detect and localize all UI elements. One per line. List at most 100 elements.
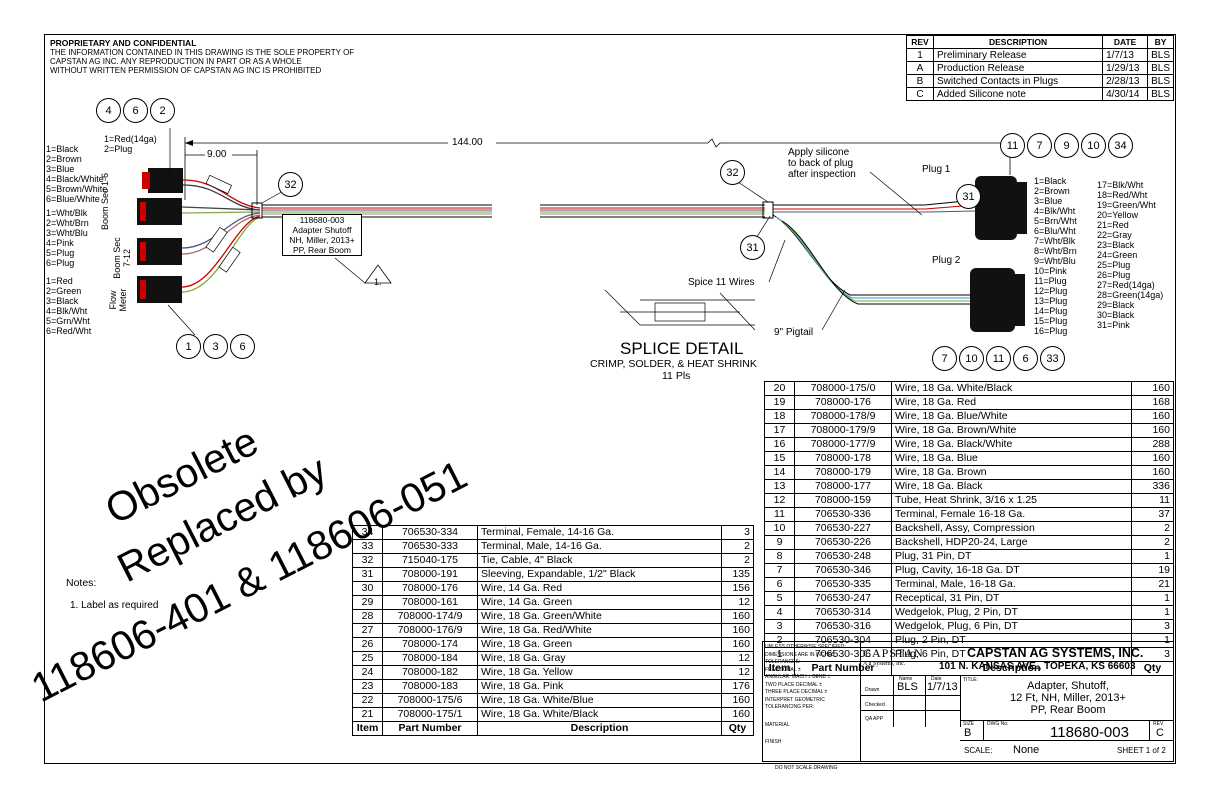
pin-label: 1=Red	[46, 276, 73, 286]
pin-label: 1=Black	[46, 144, 79, 154]
tol-line: UNLESS OTHERWISE SPECIFIED:	[765, 644, 846, 650]
power-pins: 1=Red(14ga) 2=Plug	[104, 134, 157, 154]
bom-item: 9	[764, 535, 795, 550]
drawing-frame	[44, 34, 1176, 764]
pin-label: 2=Plug	[104, 144, 133, 154]
bom-header: Item	[352, 721, 383, 736]
company-name: CAPSTAN AG SYSTEMS, INC.	[967, 646, 1144, 660]
silicone-note: Apply silicone to back of plug after ins…	[788, 147, 856, 180]
pin-label: 6=Plug	[46, 258, 75, 268]
bom-item: 23	[352, 679, 383, 694]
bom-part-number: 706530-226	[794, 535, 892, 550]
name-header: Name	[899, 676, 913, 682]
tol-line: TWO PLACE DECIMAL ±	[765, 681, 823, 688]
bom-item: 13	[764, 479, 795, 494]
pin-label: 15=Plug	[1034, 316, 1068, 326]
pin-label: 5=Brown/White	[46, 184, 108, 194]
balloon: 6	[123, 98, 148, 123]
plug1-pins-a: 1=Black 2=Brown 3=Blue 4=Blk/Wht 5=Brn/W…	[1034, 176, 1077, 336]
tag-line: Adapter Shutoff	[292, 225, 352, 235]
tol-line: TOLERANCES:	[765, 659, 801, 665]
scale-value: None	[1013, 744, 1040, 756]
tol-line: FINISH	[765, 739, 782, 745]
bom-qty: 3	[721, 525, 754, 540]
label-tag: 118680-003 Adapter Shutoff NH, Miller, 2…	[282, 214, 362, 256]
bom-header: Part Number	[794, 661, 892, 676]
bom-qty: 160	[721, 693, 754, 708]
bom-item: 15	[764, 451, 795, 466]
splice-callout: Spice 11 Wires	[688, 277, 755, 288]
bom-part-number: 708000-183	[382, 679, 478, 694]
plug1-label: Plug 1	[922, 164, 951, 175]
bom-part-number: 708000-175/6	[382, 693, 478, 708]
pin-label: 2=Brown	[1034, 186, 1070, 196]
bom-description: Plug, Cavity, 16-18 Ga. DT	[891, 563, 1132, 578]
bom-description: Terminal, Female, 14-16 Ga.	[477, 525, 722, 540]
pin-label: 4=Pink	[46, 238, 74, 248]
bom-part-number: 708000-184	[382, 651, 478, 666]
pin-label: 23=Black	[1097, 240, 1135, 250]
bom-qty: 160	[1131, 381, 1174, 396]
bom-part-number: 708000-177/9	[794, 437, 892, 452]
bom-description: Wire, 18 Ga. Green/White	[477, 609, 722, 624]
tol-line: DIMENSIONS ARE IN INCHES	[765, 651, 835, 658]
bom-qty: 2	[721, 553, 754, 568]
bom-description: Wire, 18 Ga. Black/White	[891, 437, 1132, 452]
bom-part-number: 708000-176	[382, 581, 478, 596]
bom-qty: 160	[721, 609, 754, 624]
balloon: 10	[959, 346, 984, 371]
title-line: Adapter, Shutoff,	[1027, 680, 1109, 692]
bom-description: Wire, 18 Ga. Yellow	[477, 665, 722, 680]
tol-line: MATERIAL	[765, 721, 790, 728]
wire-tags	[205, 174, 241, 273]
pin-label: 1=Wht/Blk	[46, 208, 88, 218]
bom-qty: 176	[721, 679, 754, 694]
bom-header: Part Number	[382, 721, 478, 736]
tol-line: THREE PLACE DECIMAL ±	[765, 689, 828, 695]
bom-part-number: 708000-161	[382, 595, 478, 610]
qa-label: QA APP	[865, 716, 884, 722]
bom-header: Qty	[721, 721, 754, 736]
pin-label: 3=Blue	[1034, 196, 1063, 206]
proprietary-notice: PROPRIETARY AND CONFIDENTIAL THE INFORMA…	[50, 38, 354, 75]
balloon: 7	[1027, 133, 1052, 158]
bom-description: Backshell, Assy, Compression	[891, 521, 1132, 536]
logo-sub: A g Systems, Inc.	[863, 661, 906, 667]
tag-line: NH, Miller, 2013+	[289, 235, 355, 245]
pin-label: 25=Plug	[1097, 260, 1131, 270]
balloon: 11	[1000, 133, 1025, 158]
bom-item: 18	[764, 409, 795, 424]
balloon: 32	[278, 172, 303, 197]
balloon: 31	[956, 184, 981, 209]
pin-label: 2=Brown	[46, 154, 82, 164]
pin-label: 19=Green/Wht	[1097, 200, 1156, 210]
bom-part-number: 708000-182	[382, 665, 478, 680]
dwg-label: DWG No.	[987, 721, 1009, 727]
pin-label: 9=Wht/Blu	[1034, 256, 1076, 266]
proprietary-line: WITHOUT WRITTEN PERMISSION OF CAPSTAN AG…	[50, 66, 322, 75]
rev-value: C	[1156, 727, 1164, 739]
pin-label: 28=Green(14ga)	[1097, 290, 1164, 300]
bom-description: Tie, Cable, 4" Black	[477, 553, 722, 568]
tag-line: 118680-003	[299, 215, 345, 225]
rev-cell: 4/30/14	[1102, 87, 1149, 101]
balloon: 9	[1054, 133, 1079, 158]
bom-description: Wire, 14 Ga. Green	[477, 595, 722, 610]
bom-description: Wire, 14 Ga. Red	[477, 581, 722, 596]
bom-item: 5	[764, 591, 795, 606]
drawn-date: 1/7/13	[927, 681, 958, 693]
pin-label: 17=Blk/Wht	[1097, 180, 1144, 190]
pin-label: 30=Black	[1097, 310, 1135, 320]
date-header: Date	[931, 676, 942, 682]
bom-qty: 11	[1131, 493, 1174, 508]
pin-label: 4=Blk/Wht	[46, 306, 88, 316]
pin-label: 22=Gray	[1097, 230, 1132, 240]
